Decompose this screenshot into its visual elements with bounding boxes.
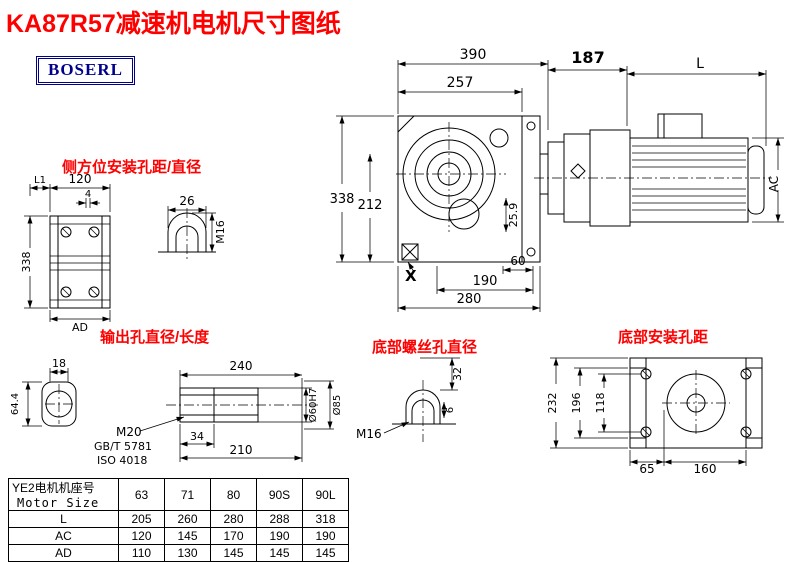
row-label-L: L [8,510,119,528]
table-cell: 280 [210,510,257,528]
table-header-motor-size: YE2电机机座号 Motor Size [8,478,119,511]
dim-6: 6 [445,407,456,413]
dim-AC: AC [767,176,781,192]
table-header-cn: YE2电机机座号 [12,481,95,495]
table-cell: 145 [302,544,349,562]
table-cell: 130 [164,544,211,562]
dim-M16-side: M16 [214,220,227,244]
gearbox-front-view [396,115,541,263]
shaft-end-view [41,381,77,427]
table-row-L: L 205 260 280 288 318 [8,510,349,528]
bottom-plate [629,357,763,449]
table-cell: 145 [164,527,211,545]
dim-L: L [696,56,704,72]
motor-dimensions: 187 L AC [548,48,784,223]
slot-dome [167,212,207,253]
dim-d85: Ø85 [331,395,343,416]
label-bottom-mount: 底部安装孔距 [618,329,709,346]
table-cell: 170 [210,527,257,545]
side-mount-plate [49,215,111,309]
housing-outline [397,115,541,263]
table-cell: 190 [302,527,349,545]
output-shaft-view: 18 64.4 240 M20 GB/T 5781 ISO 4018 34 21… [10,357,343,467]
table-col-header-80: 80 [210,478,257,511]
thread-spec-gb: GB/T 5781 [94,440,152,453]
table-row-AC: AC 120 145 170 190 190 [8,527,349,545]
dim-18: 18 [52,357,66,370]
table-col-header-71: 71 [164,478,211,511]
page-title: KA87R57减速机电机尺寸图纸 [6,10,341,38]
dim-390: 390 [460,47,487,63]
label-output-hole: 输出孔直径/长度 [100,329,210,346]
motor-side-view [534,113,772,227]
dim-232: 232 [546,393,559,414]
dim-120: 120 [69,172,92,186]
table-cell: 288 [256,510,303,528]
dim-338-main: 338 [330,192,355,207]
dim-26: 26 [179,194,194,208]
brand-logo: BOSERL [36,56,135,85]
dim-190: 190 [473,274,498,289]
brand-text: BOSERL [48,60,123,79]
thread-spec-iso: ISO 4018 [97,454,147,467]
motor-size-table: YE2电机机座号 Motor Size 63 71 80 90S 90L L 2… [8,478,349,562]
fan-cover [747,145,765,215]
table-cell: 145 [210,544,257,562]
table-cell: 318 [302,510,349,528]
dim-25-9: 25.9 [507,203,520,228]
table-cell: 110 [118,544,165,562]
table-header-row: YE2电机机座号 Motor Size 63 71 80 90S 90L [8,478,349,511]
dim-257: 257 [447,75,474,91]
dim-187: 187 [571,48,604,67]
dim-118: 118 [594,393,607,414]
table-cell: 260 [164,510,211,528]
label-side-mount: 侧方位安装孔距/直径 [62,159,202,176]
dim-60: 60 [510,254,525,268]
row-label-AD: AD [8,544,119,562]
side-mount-view: L1 120 4 338 AD [20,172,111,334]
bottom-screw-view: 32 6 M16 [356,357,464,442]
slot-detail-view: 26 M16 [158,194,227,262]
technical-drawing: 390 257 338 212 25.9 X 60 190 280 [10,47,784,476]
table-cell: 120 [118,527,165,545]
vent-plug-circle [489,128,509,148]
dim-M16-screw: M16 [356,427,382,441]
bottom-mount-view: 232 196 118 65 160 [546,357,763,476]
row-label-AC: AC [8,527,119,545]
dim-64-4: 64.4 [10,393,21,415]
table-cell: 205 [118,510,165,528]
foot-pad [401,243,419,261]
dim-d60h7: Ø60H7 [307,388,319,422]
gearbox-dimensions: 390 257 338 212 25.9 X 60 190 280 [330,47,549,312]
dim-210: 210 [230,443,253,457]
dim-65: 65 [639,462,654,476]
table-header-en: Motor Size [17,496,100,510]
dim-L1: L1 [34,175,46,186]
dim-AD: AD [72,321,88,334]
dim-280: 280 [457,292,482,307]
dim-240: 240 [230,359,253,373]
table-col-header-63: 63 [118,478,165,511]
table-col-header-90l: 90L [302,478,349,511]
dim-160: 160 [694,462,717,476]
thread-spec-m20: M20 [116,425,142,439]
dim-196: 196 [570,393,583,414]
dim-338-side: 338 [20,252,33,273]
label-bottom-screw: 底部螺丝孔直径 [372,339,478,356]
table-cell: 145 [256,544,303,562]
table-row-AD: AD 110 130 145 145 145 [8,544,349,562]
screw-dome [405,389,441,425]
table-col-header-90s: 90S [256,478,303,511]
motor-body [629,137,749,223]
dim-212: 212 [358,198,383,213]
dim-4: 4 [85,189,91,200]
mark-x: X [405,267,417,285]
terminal-box [657,113,703,139]
dim-34: 34 [190,430,204,443]
table-cell: 190 [256,527,303,545]
dim-32: 32 [451,367,464,381]
